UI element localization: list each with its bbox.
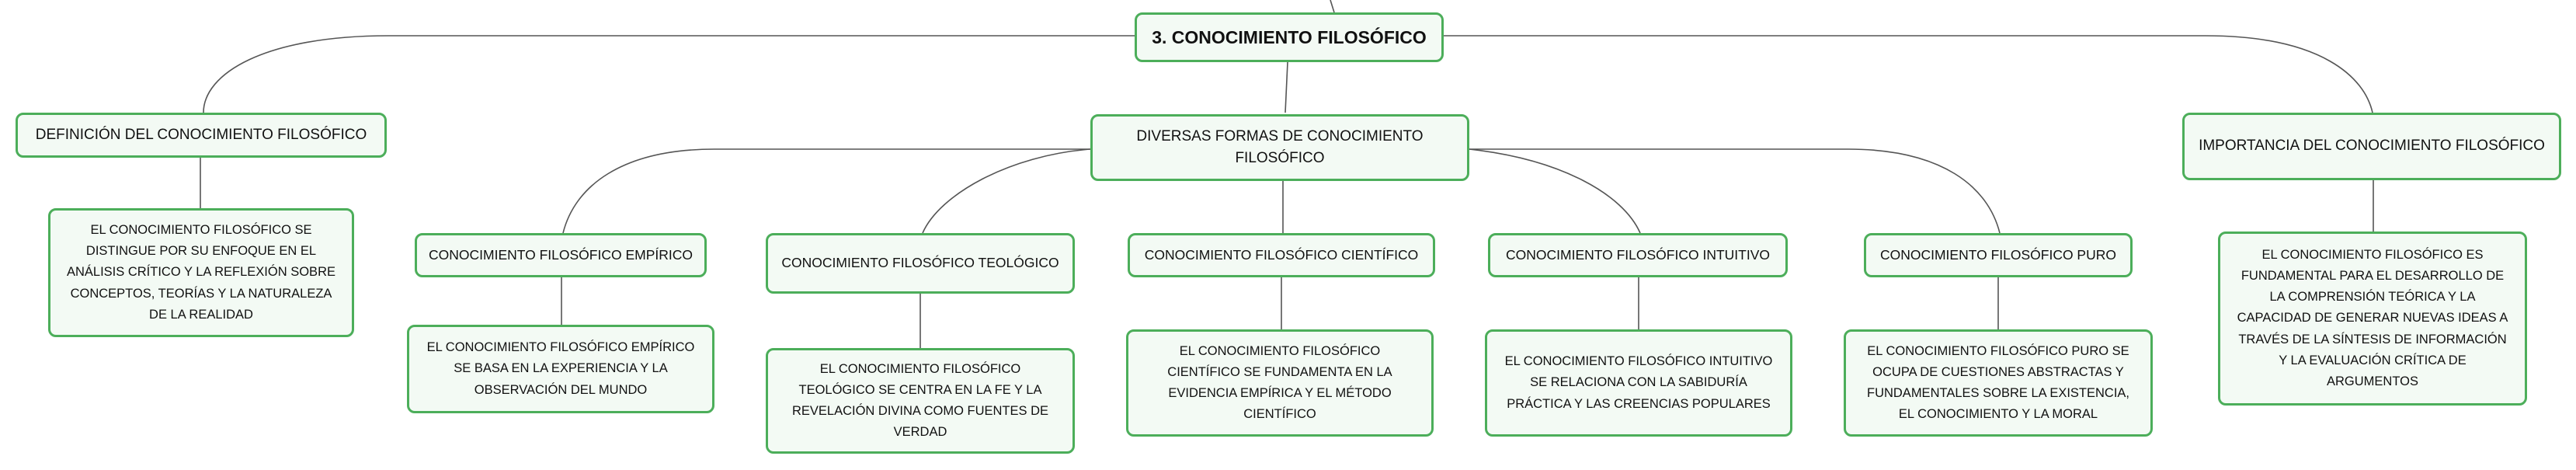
cientifico-node[interactable]: CONOCIMIENTO FILOSÓFICO CIENTÍFICO: [1128, 233, 1435, 277]
connector-formas-intuitivo: [1469, 148, 1641, 234]
importancia-text: EL CONOCIMIENTO FILOSÓFICO ES FUNDAMENTA…: [2237, 247, 2508, 389]
cientifico-text-node[interactable]: EL CONOCIMIENTO FILOSÓFICO CIENTÍFICO SE…: [1126, 329, 1434, 437]
definicion-label: DEFINICIÓN DEL CONOCIMIENTO FILOSÓFICO: [35, 126, 367, 143]
root-label: 3. CONOCIMIENTO FILOSÓFICO: [1152, 26, 1427, 47]
root-node[interactable]: 3. CONOCIMIENTO FILOSÓFICO: [1135, 12, 1444, 62]
connector-root-incoming: [1330, 0, 1335, 13]
teologico-node[interactable]: CONOCIMIENTO FILOSÓFICO TEOLÓGICO: [766, 233, 1075, 294]
intuitivo-label: CONOCIMIENTO FILOSÓFICO INTUITIVO: [1506, 246, 1770, 263]
connector-root-definicion: [203, 35, 1135, 113]
intuitivo-text: EL CONOCIMIENTO FILOSÓFICO INTUITIVO SE …: [1504, 354, 1773, 411]
puro-text: EL CONOCIMIENTO FILOSÓFICO PURO SE OCUPA…: [1866, 343, 2130, 422]
definicion-text: EL CONOCIMIENTO FILOSÓFICO SE DISTINGUE …: [66, 222, 335, 322]
connector-formas-teologico: [922, 148, 1091, 234]
formas-node[interactable]: DIVERSAS FORMAS DE CONOCIMIENTO FILOSÓFI…: [1090, 114, 1469, 181]
teologico-label: CONOCIMIENTO FILOSÓFICO TEOLÓGICO: [781, 255, 1059, 271]
importancia-node[interactable]: IMPORTANCIA DEL CONOCIMIENTO FILOSÓFICO: [2182, 113, 2561, 180]
teologico-text-node[interactable]: EL CONOCIMIENTO FILOSÓFICO TEOLÓGICO SE …: [766, 348, 1075, 454]
puro-text-node[interactable]: EL CONOCIMIENTO FILOSÓFICO PURO SE OCUPA…: [1844, 329, 2153, 437]
cientifico-text: EL CONOCIMIENTO FILOSÓFICO CIENTÍFICO SE…: [1167, 343, 1392, 422]
formas-label: DIVERSAS FORMAS DE CONOCIMIENTO FILOSÓFI…: [1136, 127, 1424, 167]
teologico-text: EL CONOCIMIENTO FILOSÓFICO TEOLÓGICO SE …: [791, 361, 1049, 440]
puro-node[interactable]: CONOCIMIENTO FILOSÓFICO PURO: [1864, 233, 2133, 277]
importancia-text-node[interactable]: EL CONOCIMIENTO FILOSÓFICO ES FUNDAMENTA…: [2218, 232, 2527, 406]
definicion-text-node[interactable]: EL CONOCIMIENTO FILOSÓFICO SE DISTINGUE …: [48, 208, 354, 337]
cientifico-label: CONOCIMIENTO FILOSÓFICO CIENTÍFICO: [1144, 246, 1419, 263]
connector-root-formas: [1285, 61, 1288, 113]
intuitivo-text-node[interactable]: EL CONOCIMIENTO FILOSÓFICO INTUITIVO SE …: [1485, 329, 1792, 437]
empirico-text-node[interactable]: EL CONOCIMIENTO FILOSÓFICO EMPÍRICO SE B…: [407, 325, 714, 413]
puro-label: CONOCIMIENTO FILOSÓFICO PURO: [1879, 246, 2116, 263]
intuitivo-node[interactable]: CONOCIMIENTO FILOSÓFICO INTUITIVO: [1488, 233, 1788, 277]
definicion-node[interactable]: DEFINICIÓN DEL CONOCIMIENTO FILOSÓFICO: [16, 113, 387, 158]
connector-formas-empirico: [562, 148, 1090, 234]
empirico-text: EL CONOCIMIENTO FILOSÓFICO EMPÍRICO SE B…: [426, 340, 695, 397]
connector-root-importancia: [1444, 35, 2373, 113]
empirico-label: CONOCIMIENTO FILOSÓFICO EMPÍRICO: [429, 246, 693, 263]
connector-formas-puro: [1469, 148, 2001, 234]
empirico-node[interactable]: CONOCIMIENTO FILOSÓFICO EMPÍRICO: [415, 233, 707, 277]
importancia-label: IMPORTANCIA DEL CONOCIMIENTO FILOSÓFICO: [2199, 138, 2545, 155]
